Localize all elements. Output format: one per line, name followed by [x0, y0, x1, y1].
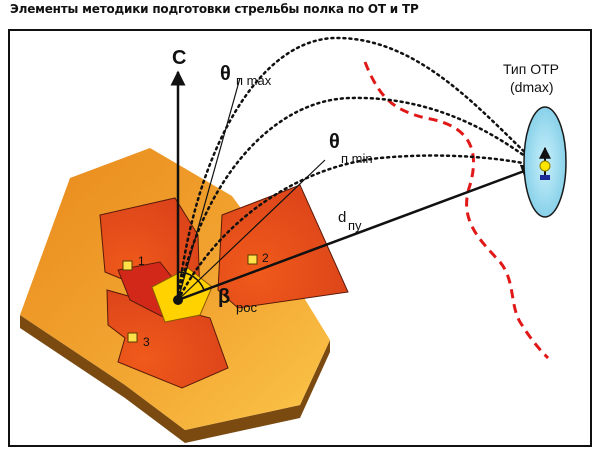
marker-position-2: [247, 254, 258, 265]
marker-position-3: [127, 332, 138, 343]
target-dmax-label: (dmax): [510, 79, 554, 95]
distance-symbol: d: [338, 209, 346, 226]
north-label: С: [172, 47, 186, 69]
trajectory-max-low: [176, 96, 535, 302]
sector-position-2: [217, 184, 349, 309]
diagram-frame: [8, 29, 592, 447]
label-position-1: 1: [138, 254, 145, 268]
label-position-2: 2: [262, 251, 269, 265]
diagram-title: Элементы методики подготовки стрельбы по…: [10, 2, 419, 16]
theta-min-subscript: п min: [341, 151, 373, 166]
beta-subscript: рос: [236, 300, 257, 315]
theta-min-line: [177, 159, 326, 301]
beta-symbol: β: [218, 286, 230, 308]
marker-position-1: [122, 260, 133, 271]
theta-max-symbol: θ: [220, 63, 231, 85]
target-type-label: Тип ОТР: [503, 61, 559, 77]
boundary-line: [363, 61, 550, 360]
target-point: [539, 160, 551, 172]
trajectory-max-high: [176, 36, 535, 302]
distance-subscript: пу: [348, 218, 362, 233]
distance-arrow: [177, 164, 537, 302]
trajectory-min: [176, 154, 535, 302]
theta-max-line: [177, 77, 241, 301]
theta-min-symbol: θ: [329, 131, 340, 153]
label-position-3: 3: [143, 335, 150, 349]
theta-max-subscript: п max: [236, 73, 272, 88]
beta-arc: [177, 271, 205, 291]
target-base: [540, 175, 550, 180]
